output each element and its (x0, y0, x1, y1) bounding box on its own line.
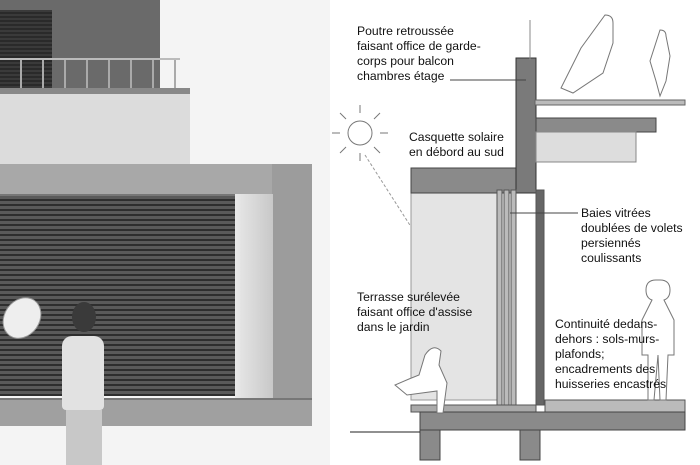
solar-canopy (410, 167, 522, 194)
girl-legs (66, 410, 102, 465)
facade-photo (0, 0, 330, 465)
upper-persons-outline (560, 14, 671, 98)
standing-person-outline (641, 279, 675, 401)
sliding-shutters (0, 196, 235, 396)
upper-balcony-deck (534, 99, 686, 106)
label-baies-vitrees: Baies vitrées doublées de volets persien… (581, 206, 683, 265)
label-poutre-retroussee: Poutre retroussée faisant office de gard… (357, 24, 481, 83)
balcony-slab (0, 88, 190, 94)
balcony-railing (0, 58, 180, 90)
frame-bottom (0, 398, 312, 428)
girl-torso (62, 336, 104, 410)
upper-slab (535, 117, 657, 133)
label-casquette-solaire: Casquette solaire en débord au sud (409, 130, 504, 159)
foundation-left (419, 429, 441, 461)
sun-icon (332, 105, 388, 161)
ground-slab (419, 411, 686, 431)
interior-floor (544, 399, 686, 413)
seated-person-outline (394, 347, 448, 414)
foundation-right (519, 429, 541, 461)
upper-light-band (0, 94, 190, 164)
frame-top (0, 164, 310, 196)
insulation (535, 131, 637, 163)
label-continuite: Continuité dedans- dehors : sols-murs- p… (555, 317, 667, 391)
upturned-beam (515, 57, 537, 194)
window-reveal (235, 194, 273, 399)
ground (0, 426, 330, 465)
girl-head (72, 302, 96, 332)
terrace-deck (410, 404, 537, 413)
label-terrasse-surelevee: Terrasse surélevée faisant office d'assi… (357, 290, 473, 334)
frame-side (272, 164, 312, 426)
shutters-section (496, 189, 545, 406)
